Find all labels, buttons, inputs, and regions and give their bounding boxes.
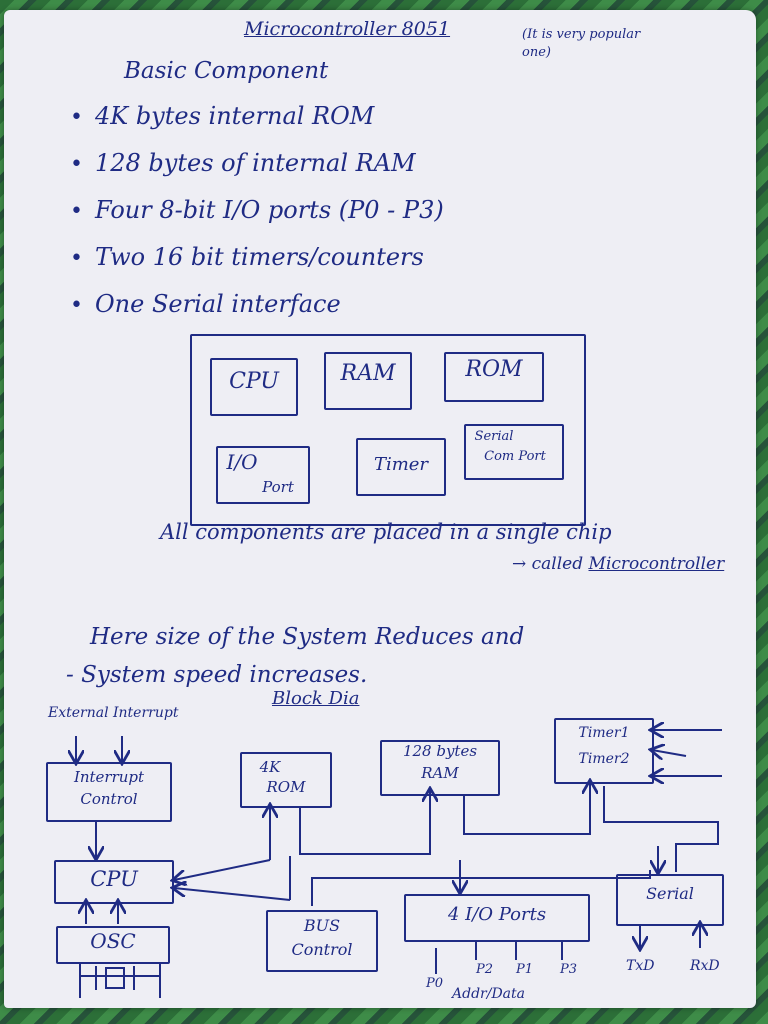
port-p1-label: P1 [516,962,534,977]
caption-term: Microcontroller [588,554,725,574]
txd-label: TxD [626,958,655,974]
list-item: 4K bytes internal ROM [70,96,444,143]
port-p2-label: P2 [476,962,494,977]
serial-label: Serial [646,884,694,903]
chip-io-label-a: I/O [226,450,258,474]
serial-box [616,874,724,926]
external-interrupt-label: External Interrupt [48,705,179,721]
osc-box [56,926,170,964]
chip-serial-label-b: Com Port [484,449,546,464]
chip-timer-box [356,438,446,496]
ram-label-b: RAM [421,764,459,782]
chip-io-label-b: Port [262,478,294,496]
timer-box [554,718,654,784]
chip-serial-box [464,424,564,480]
chip-cpu-box [210,358,298,416]
list-item: Two 16 bit timers/counters [70,237,444,284]
io-ports-box [404,894,590,942]
rom-label-a: 4K [259,758,281,776]
bus-control-box [266,910,378,972]
io-ports-label: 4 I/O Ports [447,904,547,925]
chip-outline [190,334,586,526]
chip-rom-box [444,352,544,402]
rxd-label: RxD [690,958,720,974]
ram-box [380,740,500,796]
chip-ram-box [324,352,412,410]
list-item: One Serial interface [70,284,444,331]
caption-line-1: All components are placed in a single ch… [160,520,612,544]
timer-label-b: Timer2 [578,751,630,767]
bus-control-label-b: Control [291,940,353,959]
section-heading: Basic Component [124,58,329,84]
chip-rom-label: ROM [465,357,523,382]
side-note: (It is very popular one) [522,27,641,60]
chip-serial-label-a: Serial [474,429,514,444]
port-p0-label: P0 [426,976,444,991]
caption-arrow-text: → called [512,554,584,574]
interrupt-control-label-b: Control [80,790,138,808]
timer-label-a: Timer1 [578,725,630,741]
list-item: Four 8-bit I/O ports (P0 - P3) [70,190,444,237]
list-item: 128 bytes of internal RAM [70,143,444,190]
summary-line-2: - System speed increases. [66,662,368,688]
interrupt-control-box [46,762,172,822]
rom-label-b: ROM [266,778,306,796]
chip-cpu-label: CPU [229,369,279,394]
interrupt-control-label-a: Interrupt [73,768,145,786]
rom-box [240,752,332,808]
cpu-box [54,860,174,904]
chip-io-box [216,446,310,504]
page-title: Microcontroller 8051 [244,18,451,40]
caption-line-2: → called Microcontroller [512,556,724,573]
port-p3-label: P3 [560,962,578,977]
addr-data-label: Addr/Data [452,986,525,1002]
chip-timer-label: Timer [373,454,429,475]
component-list: 4K bytes internal ROM 128 bytes of inter… [70,96,444,331]
bus-control-label-a: BUS [303,916,341,935]
chip-ram-label: RAM [340,361,396,386]
ram-label-a: 128 bytes [402,742,478,760]
block-diagram-label: Block Dia [272,688,360,709]
cpu-label: CPU [90,867,138,891]
osc-label: OSC [90,929,136,953]
summary-line-1: Here size of the System Reduces and [90,624,525,650]
